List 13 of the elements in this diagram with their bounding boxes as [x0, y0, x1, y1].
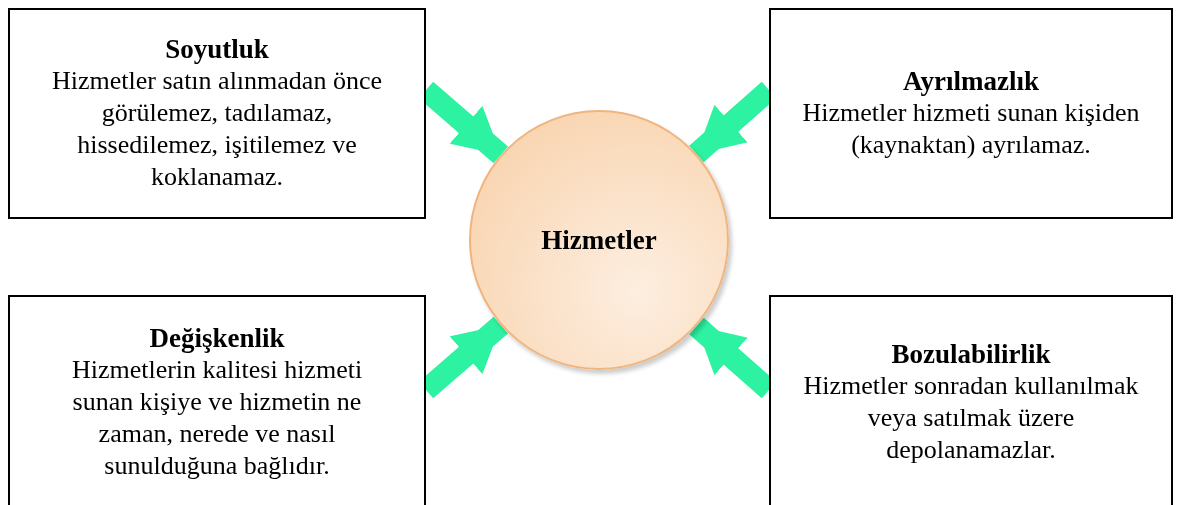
feature-box [769, 8, 1173, 219]
heading: Değişkenlik [149, 323, 285, 354]
heading: Ayrılmazlık [903, 66, 1039, 97]
heading: Bozulabilirlik [891, 339, 1051, 370]
description: Hizmetler satın alınmadan önce görülemez, tadılamaz, hissedilemez, işitilemez ve koklanamaz. [51, 65, 383, 193]
feature-box [8, 295, 426, 505]
description: Hizmetlerin kalitesi hizmeti sunan kişiye ve hizmetin ne zaman, nerede ve nasıl sunulduğuna bağlıdır. [70, 354, 364, 482]
description: Hizmetler hizmeti sunan kişiden (kaynaktan) ayrılamaz. [801, 97, 1141, 161]
heading: Soyutluk [165, 34, 269, 65]
description: Hizmetler sonradan kullanılmak veya satılmak üzere depolanamazlar. [802, 370, 1140, 466]
heading: Hizmetler [541, 224, 657, 256]
feature-box [769, 295, 1173, 505]
feature-box [8, 8, 426, 219]
